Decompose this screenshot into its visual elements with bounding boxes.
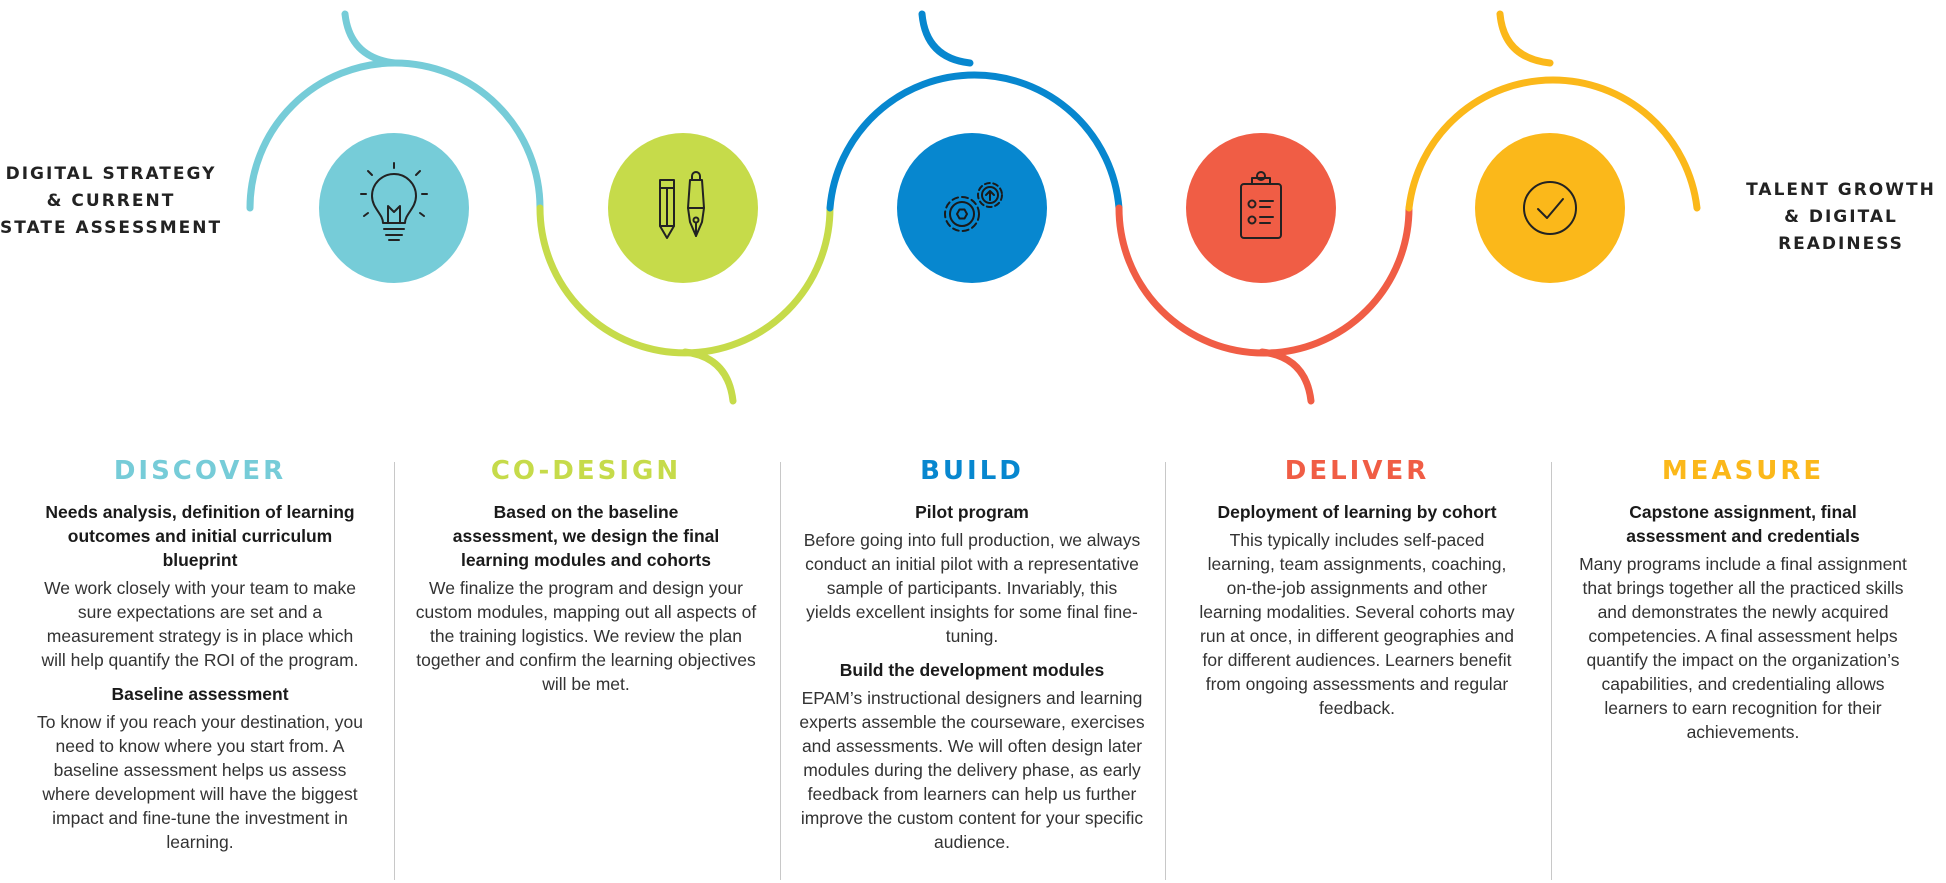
phase-subheading: Baseline assessment bbox=[111, 684, 289, 704]
clipboard-checklist-icon bbox=[1240, 171, 1282, 239]
phase-subheading: Build the development modules bbox=[839, 660, 1105, 680]
phase-subheading: Pilot program bbox=[915, 502, 1029, 522]
co-design-circle bbox=[608, 133, 758, 283]
column-divider bbox=[394, 462, 395, 880]
phase-title: CO-DESIGN bbox=[490, 456, 682, 486]
phase-description: We work closely with your team to make s… bbox=[41, 578, 359, 670]
phase-column-measure: MEASURE Capstone assignment, final asses… bbox=[1563, 456, 1923, 754]
phase-description: EPAM’s instructional designers and learn… bbox=[799, 688, 1145, 852]
phase-description: Many programs include a final assignment… bbox=[1579, 554, 1907, 742]
end-label-line: & DIGITAL bbox=[1784, 207, 1898, 227]
build-wave-segment bbox=[826, 71, 1123, 212]
measure-wave-segment bbox=[1405, 76, 1701, 212]
start-label: DIGITAL STRATEGY & CURRENT STATE ASSESSM… bbox=[0, 161, 222, 242]
measure-circle bbox=[1475, 133, 1625, 283]
phase-column-deliver: DELIVER Deployment of learning by cohort… bbox=[1177, 456, 1537, 730]
phase-subheading: Based on the baseline assessment, we des… bbox=[452, 502, 720, 570]
column-divider bbox=[1165, 462, 1166, 880]
phase-description: Before going into full production, we al… bbox=[803, 530, 1141, 646]
pencil-pen-icon bbox=[659, 171, 705, 239]
discover-circle bbox=[319, 133, 469, 283]
phase-title: DISCOVER bbox=[113, 456, 287, 486]
phase-column-discover: DISCOVER Needs analysis, definition of l… bbox=[20, 456, 380, 864]
phase-title: BUILD bbox=[920, 456, 1024, 486]
end-label: TALENT GROWTH & DIGITAL READINESS bbox=[1736, 177, 1946, 258]
phase-column-build: BUILD Pilot program Before going into fu… bbox=[792, 456, 1152, 864]
deliver-hook bbox=[1258, 348, 1315, 405]
start-label-line: DIGITAL STRATEGY bbox=[5, 164, 217, 184]
checkmark-circle-icon bbox=[1523, 181, 1577, 235]
co-design-hook bbox=[681, 348, 737, 405]
phase-description: To know if you reach your destination, y… bbox=[37, 712, 363, 852]
column-divider bbox=[780, 462, 781, 880]
phase-column-co-design: CO-DESIGN Based on the baseline assessme… bbox=[406, 456, 766, 706]
measure-hook bbox=[1496, 10, 1554, 67]
phase-title: MEASURE bbox=[1661, 456, 1825, 486]
start-label-line: STATE ASSESSMENT bbox=[0, 218, 223, 238]
column-divider bbox=[1551, 462, 1552, 880]
phase-title: DELIVER bbox=[1284, 456, 1430, 486]
end-label-line: TALENT GROWTH bbox=[1746, 180, 1936, 200]
phase-subheading: Deployment of learning by cohort bbox=[1217, 502, 1497, 522]
lightbulb-icon bbox=[360, 162, 428, 241]
phase-description: We finalize the program and design your … bbox=[415, 578, 757, 694]
gears-icon bbox=[944, 182, 1003, 232]
end-label-line: READINESS bbox=[1778, 234, 1904, 254]
discover-hook bbox=[341, 10, 399, 67]
process-wave-diagram bbox=[246, 10, 1701, 405]
start-label-line: & CURRENT bbox=[46, 191, 176, 211]
phase-subheading: Needs analysis, definition of learning o… bbox=[45, 502, 355, 570]
build-hook bbox=[918, 10, 974, 67]
phase-subheading: Capstone assignment, final assessment an… bbox=[1626, 502, 1860, 546]
phase-description: This typically includes self-paced learn… bbox=[1199, 530, 1515, 718]
